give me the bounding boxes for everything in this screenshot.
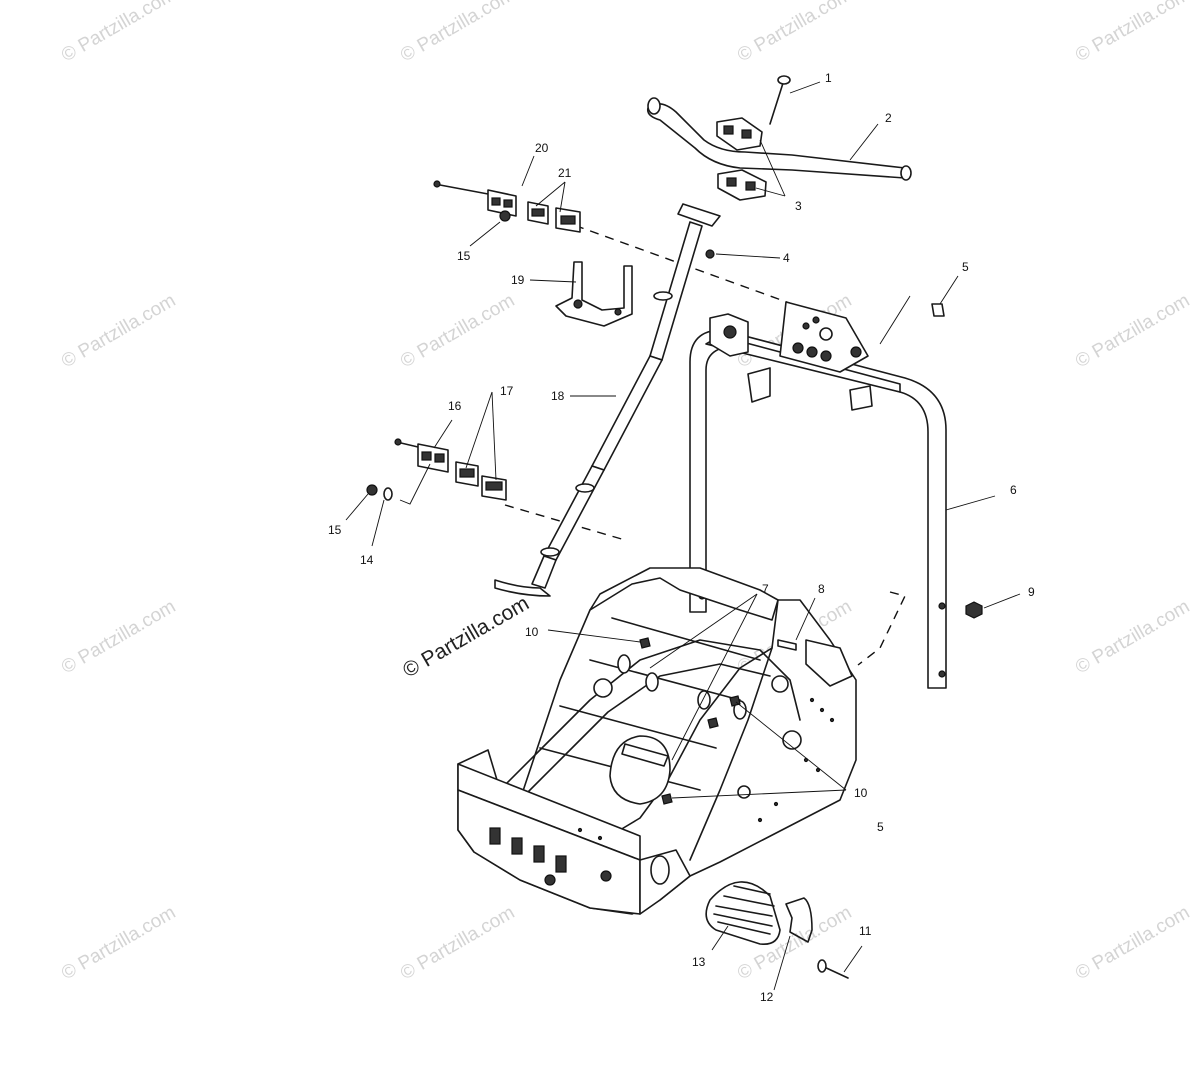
- watermark: © Partzilla.com: [58, 596, 179, 678]
- hoop-frame-icon: [689, 313, 947, 689]
- callout-1: 1: [825, 71, 832, 85]
- watermark: © Partzilla.com: [1072, 596, 1193, 678]
- callout-19: 19: [511, 273, 525, 287]
- callout-2: 2: [885, 111, 892, 125]
- bumper-icon: [705, 881, 781, 946]
- watermark: © Partzilla.com: [397, 0, 518, 66]
- callout-4: 4: [783, 251, 790, 265]
- watermark-center: © Partzilla.com: [399, 592, 533, 683]
- callout-20: 20: [535, 141, 549, 155]
- callout-5-lower: 5: [877, 820, 884, 834]
- callout-9: 9: [1028, 585, 1035, 599]
- callout-17: 17: [500, 384, 514, 398]
- callout-8: 8: [818, 582, 825, 596]
- watermark: © Partzilla.com: [58, 0, 179, 66]
- callout-12: 12: [760, 990, 774, 1004]
- handlebar-icon: [646, 97, 912, 181]
- alignment-line-lower: [504, 504, 626, 541]
- callout-11: 11: [859, 924, 872, 938]
- bearing-block-lower-icon: [366, 438, 507, 501]
- callout-10-lower: 10: [854, 786, 868, 800]
- callout-10-upper: 10: [525, 625, 539, 639]
- bearing-block-upper-icon: [433, 180, 581, 233]
- alignment-line-upper: [559, 219, 796, 306]
- clamp-icon: [716, 117, 767, 201]
- bracket-icon: [555, 261, 633, 327]
- watermark: © Partzilla.com: [734, 0, 855, 66]
- watermark: © Partzilla.com: [58, 902, 179, 984]
- callout-3: 3: [795, 199, 802, 213]
- mount-plate-icon: [779, 295, 945, 373]
- pin-icon: [817, 959, 849, 979]
- callout-15-upper: 15: [457, 249, 471, 263]
- callout-13: 13: [692, 955, 706, 969]
- callout-18: 18: [551, 389, 565, 403]
- watermark: © Partzilla.com: [1072, 290, 1193, 372]
- callout-7: 7: [762, 582, 769, 596]
- steering-post-icon: [494, 203, 721, 597]
- callout-15-lower: 15: [328, 523, 342, 537]
- callout-5-upper: 5: [962, 260, 969, 274]
- nut-icon: [705, 249, 715, 259]
- callout-6: 6: [1010, 483, 1017, 497]
- bulkhead-frame-icon: [457, 567, 857, 915]
- watermark: © Partzilla.com: [58, 290, 179, 372]
- callout-16: 16: [448, 399, 462, 413]
- callout-labels: 1 2 3 4 5 6 7 8 9 10 10 5 11 12 13 14 15…: [328, 71, 1035, 1004]
- watermark: © Partzilla.com: [1072, 902, 1193, 984]
- bolt-icon: [769, 75, 791, 125]
- watermark: © Partzilla.com: [397, 290, 518, 372]
- alignment-line-right: [857, 591, 906, 666]
- callout-14: 14: [360, 553, 374, 567]
- watermark: © Partzilla.com: [1072, 0, 1193, 66]
- retainer-icon: [785, 897, 813, 943]
- leader-lines: [345, 81, 1021, 991]
- fasteners-icon: [639, 601, 983, 805]
- callout-21: 21: [558, 166, 572, 180]
- watermark: © Partzilla.com: [397, 902, 518, 984]
